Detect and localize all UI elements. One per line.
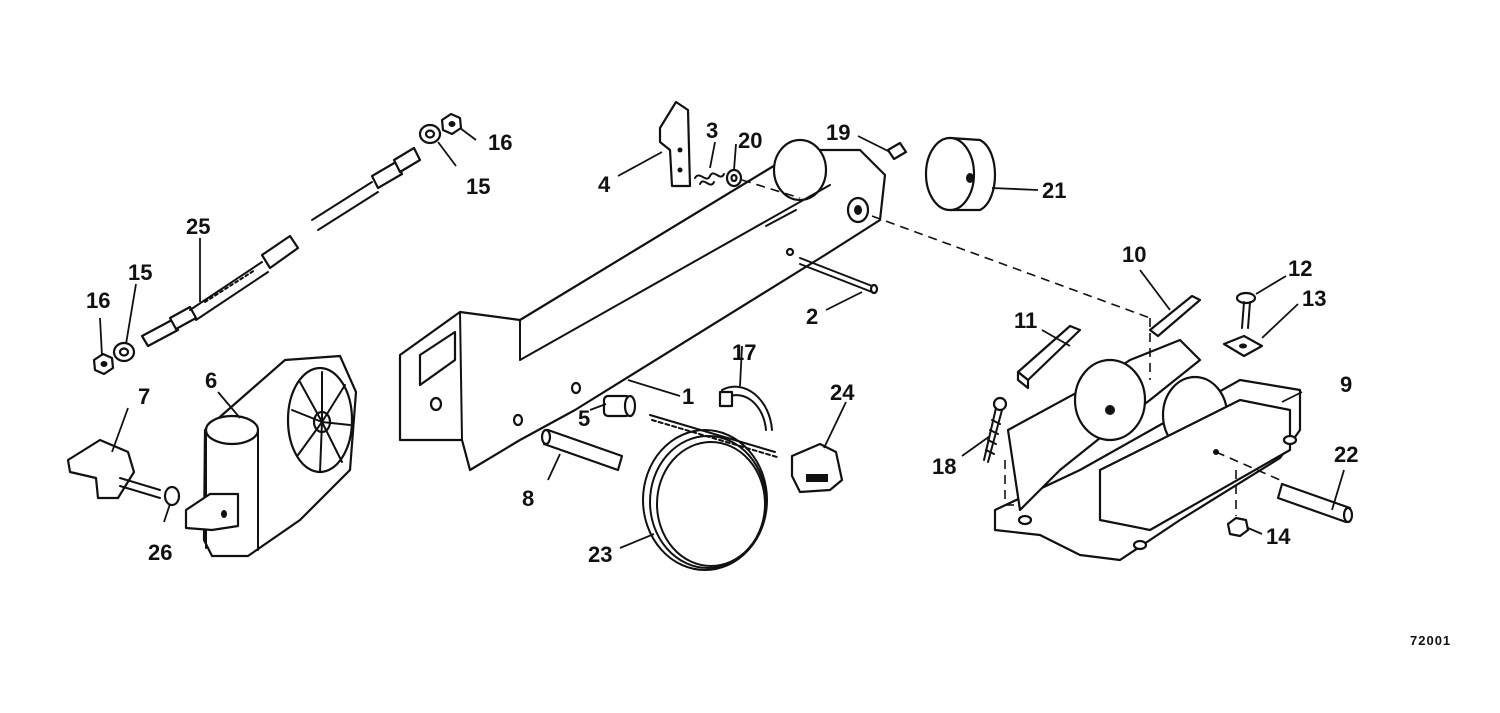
spring-3 xyxy=(694,172,725,186)
pin-2 xyxy=(799,257,879,295)
cable-coil-23 xyxy=(642,414,778,571)
washer-15-right xyxy=(418,123,442,145)
callout-15-left: 15 xyxy=(128,260,152,285)
callout-2: 2 xyxy=(806,304,818,329)
callout-1: 1 xyxy=(682,384,694,409)
callout-23: 23 xyxy=(588,542,612,567)
callout-13: 13 xyxy=(1302,286,1326,311)
wing-knob xyxy=(66,438,161,500)
callout-15-right: 15 xyxy=(466,174,490,199)
hook-4 xyxy=(658,100,692,188)
callout-8: 8 xyxy=(522,486,534,511)
nut-14 xyxy=(1226,516,1250,538)
wood-screw-18 xyxy=(983,396,1008,463)
nut-16-right xyxy=(440,112,463,136)
base-mount xyxy=(993,338,1302,562)
pin-8 xyxy=(540,428,624,472)
pin-22 xyxy=(1276,482,1354,524)
callout-10: 10 xyxy=(1122,242,1146,267)
bracket-spokes xyxy=(291,371,351,473)
callout-20: 20 xyxy=(738,128,762,153)
figure-number: 72001 xyxy=(1410,633,1451,648)
callout-12: 12 xyxy=(1288,256,1312,281)
callout-21: 21 xyxy=(1042,178,1066,203)
cable-rod-assembly xyxy=(140,146,422,348)
washer-20 xyxy=(725,168,743,188)
screw-12 xyxy=(1235,291,1257,329)
callout-25: 25 xyxy=(186,214,210,239)
callout-11: 11 xyxy=(1014,308,1037,333)
callout-4: 4 xyxy=(598,172,611,197)
callout-19: 19 xyxy=(826,120,850,145)
callout-18: 18 xyxy=(932,454,956,479)
clamp-bracket xyxy=(184,354,358,558)
callout-6: 6 xyxy=(205,368,217,393)
bushing-5 xyxy=(602,394,637,418)
callout-14: 14 xyxy=(1266,524,1291,549)
square-nut-13 xyxy=(1222,334,1264,358)
callout-5: 5 xyxy=(578,406,590,431)
washer-26 xyxy=(163,485,181,507)
leader-lines xyxy=(99,127,1345,549)
callout-16-right: 16 xyxy=(488,130,512,155)
callout-7: 7 xyxy=(138,384,150,409)
spring-clip-17 xyxy=(718,385,773,431)
roller-21 xyxy=(924,136,997,212)
callout-22: 22 xyxy=(1334,442,1358,467)
callout-3: 3 xyxy=(706,118,718,143)
nut-16-left xyxy=(92,352,115,376)
alignment-lines xyxy=(741,179,1281,516)
callout-26: 26 xyxy=(148,540,172,565)
cable-end-24 xyxy=(790,442,844,494)
callout-17: 17 xyxy=(732,340,756,365)
washer-15-left xyxy=(112,341,136,363)
callout-9: 9 xyxy=(1340,372,1352,397)
tiller-arm xyxy=(398,138,887,472)
key-11 xyxy=(1016,324,1082,390)
callout-labels: 1 2 3 4 5 6 7 8 9 10 11 12 13 14 15 15 1… xyxy=(86,118,1358,567)
set-screw-19 xyxy=(886,141,908,161)
callout-16-left: 16 xyxy=(86,288,110,313)
key-10 xyxy=(1148,294,1202,338)
callout-24: 24 xyxy=(830,380,855,405)
